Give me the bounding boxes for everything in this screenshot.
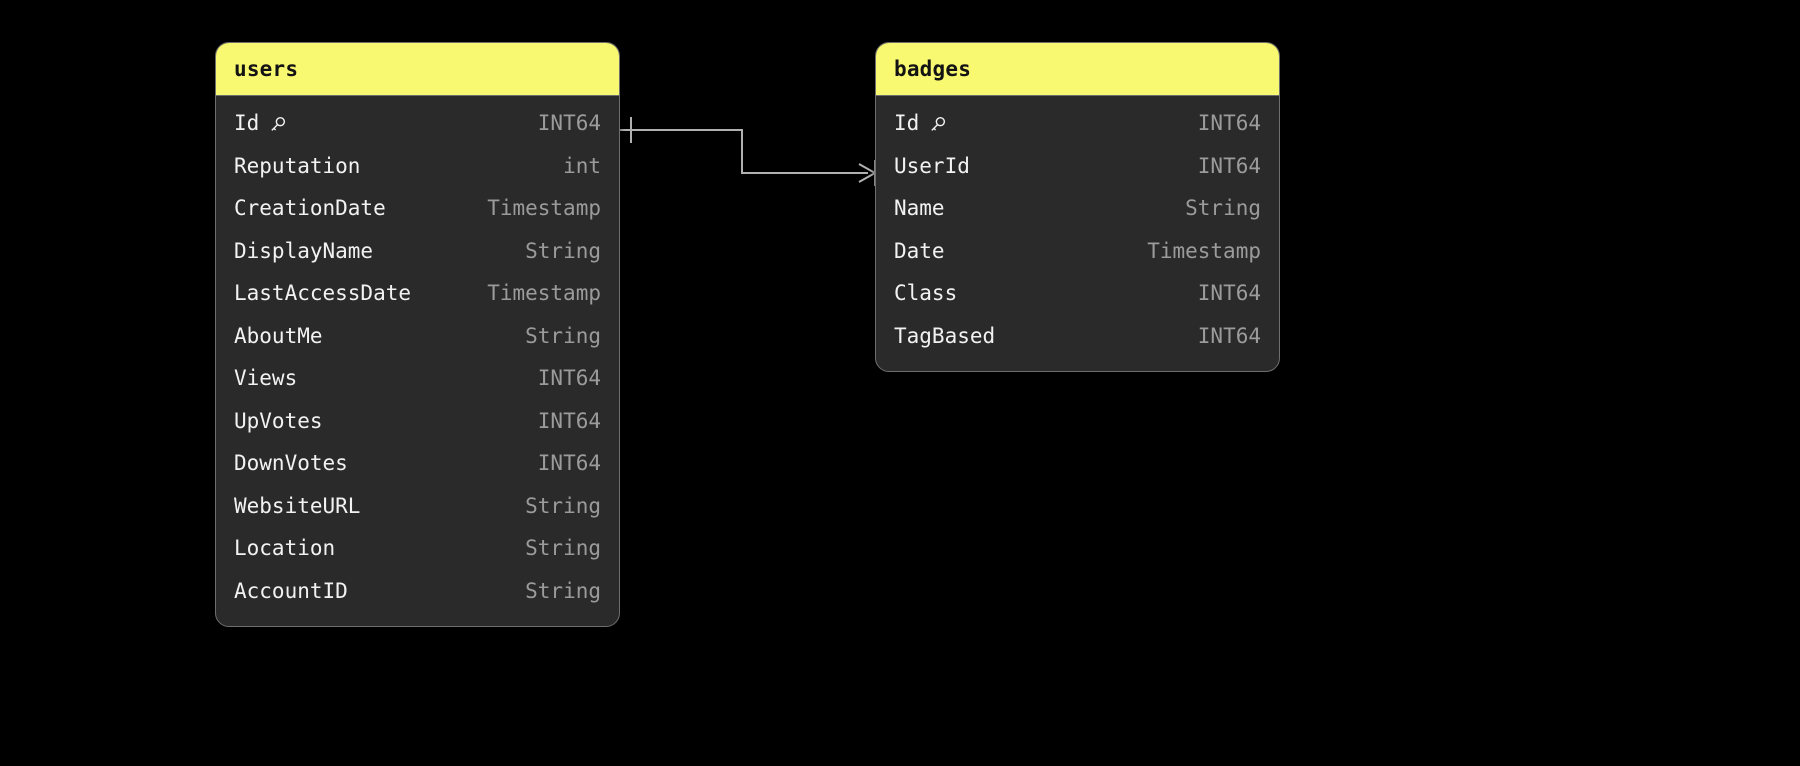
field-name: Location [234,536,336,561]
field-type: Timestamp [1147,238,1261,263]
field-row[interactable]: LastAccessDate Timestamp [216,272,619,315]
entity-table-badges[interactable]: badges Id INT64 [875,42,1280,372]
key-icon [268,115,287,134]
entity-title-badges: badges [876,43,1279,96]
entity-fields-badges: Id INT64 UserId INT64 [876,96,1279,371]
field-row[interactable]: TagBased INT64 [876,315,1279,358]
field-type: String [1185,196,1261,221]
field-row[interactable]: Class INT64 [876,272,1279,315]
field-name: AccountID [234,578,348,603]
field-name: LastAccessDate [234,281,412,306]
field-type: INT64 [1197,281,1261,306]
field-row[interactable]: Location String [216,527,619,570]
field-type: int [563,153,601,178]
field-name: Name [894,196,945,221]
field-type: INT64 [537,366,601,391]
field-row[interactable]: WebsiteURL String [216,485,619,528]
field-row[interactable]: AboutMe String [216,315,619,358]
field-label: Id [234,111,260,136]
field-row[interactable]: AccountID String [216,570,619,613]
field-name: UpVotes [234,408,323,433]
field-type: INT64 [537,451,601,476]
field-type: INT64 [1197,153,1261,178]
field-row[interactable]: Id INT64 [216,102,619,145]
field-name: Id [234,111,287,135]
field-name: Date [894,238,945,263]
field-type: Timestamp [487,196,601,221]
field-type: INT64 [537,408,601,433]
field-row[interactable]: DisplayName String [216,230,619,273]
field-type: String [525,493,601,518]
field-row[interactable]: Views INT64 [216,357,619,400]
entity-title-users: users [216,43,619,96]
field-name: WebsiteURL [234,493,361,518]
field-label: Id [894,111,920,136]
field-type: INT64 [1197,323,1261,348]
field-type: String [525,536,601,561]
entity-fields-users: Id INT64 Reputation int [216,96,619,626]
field-row[interactable]: Name String [876,187,1279,230]
field-name: Reputation [234,153,361,178]
field-name: Id [894,111,947,135]
field-name: TagBased [894,323,996,348]
key-icon [928,115,947,134]
cardinality-many-marker [858,160,876,186]
field-row[interactable]: DownVotes INT64 [216,442,619,485]
field-row[interactable]: Reputation int [216,145,619,188]
field-type: INT64 [537,111,601,136]
field-type: Timestamp [487,281,601,306]
field-name: DownVotes [234,451,348,476]
entity-table-users[interactable]: users Id INT64 [215,42,620,627]
field-row[interactable]: UpVotes INT64 [216,400,619,443]
field-type: INT64 [1197,111,1261,136]
field-row[interactable]: UserId INT64 [876,145,1279,188]
field-row[interactable]: Date Timestamp [876,230,1279,273]
field-name: Views [234,366,298,391]
field-name: AboutMe [234,323,323,348]
field-name: CreationDate [234,196,386,221]
field-row[interactable]: CreationDate Timestamp [216,187,619,230]
field-row[interactable]: Id INT64 [876,102,1279,145]
connector-path [620,129,868,174]
field-name: UserId [894,153,970,178]
field-type: String [525,323,601,348]
field-name: DisplayName [234,238,374,263]
field-name: Class [894,281,958,306]
field-type: String [525,238,601,263]
field-type: String [525,578,601,603]
